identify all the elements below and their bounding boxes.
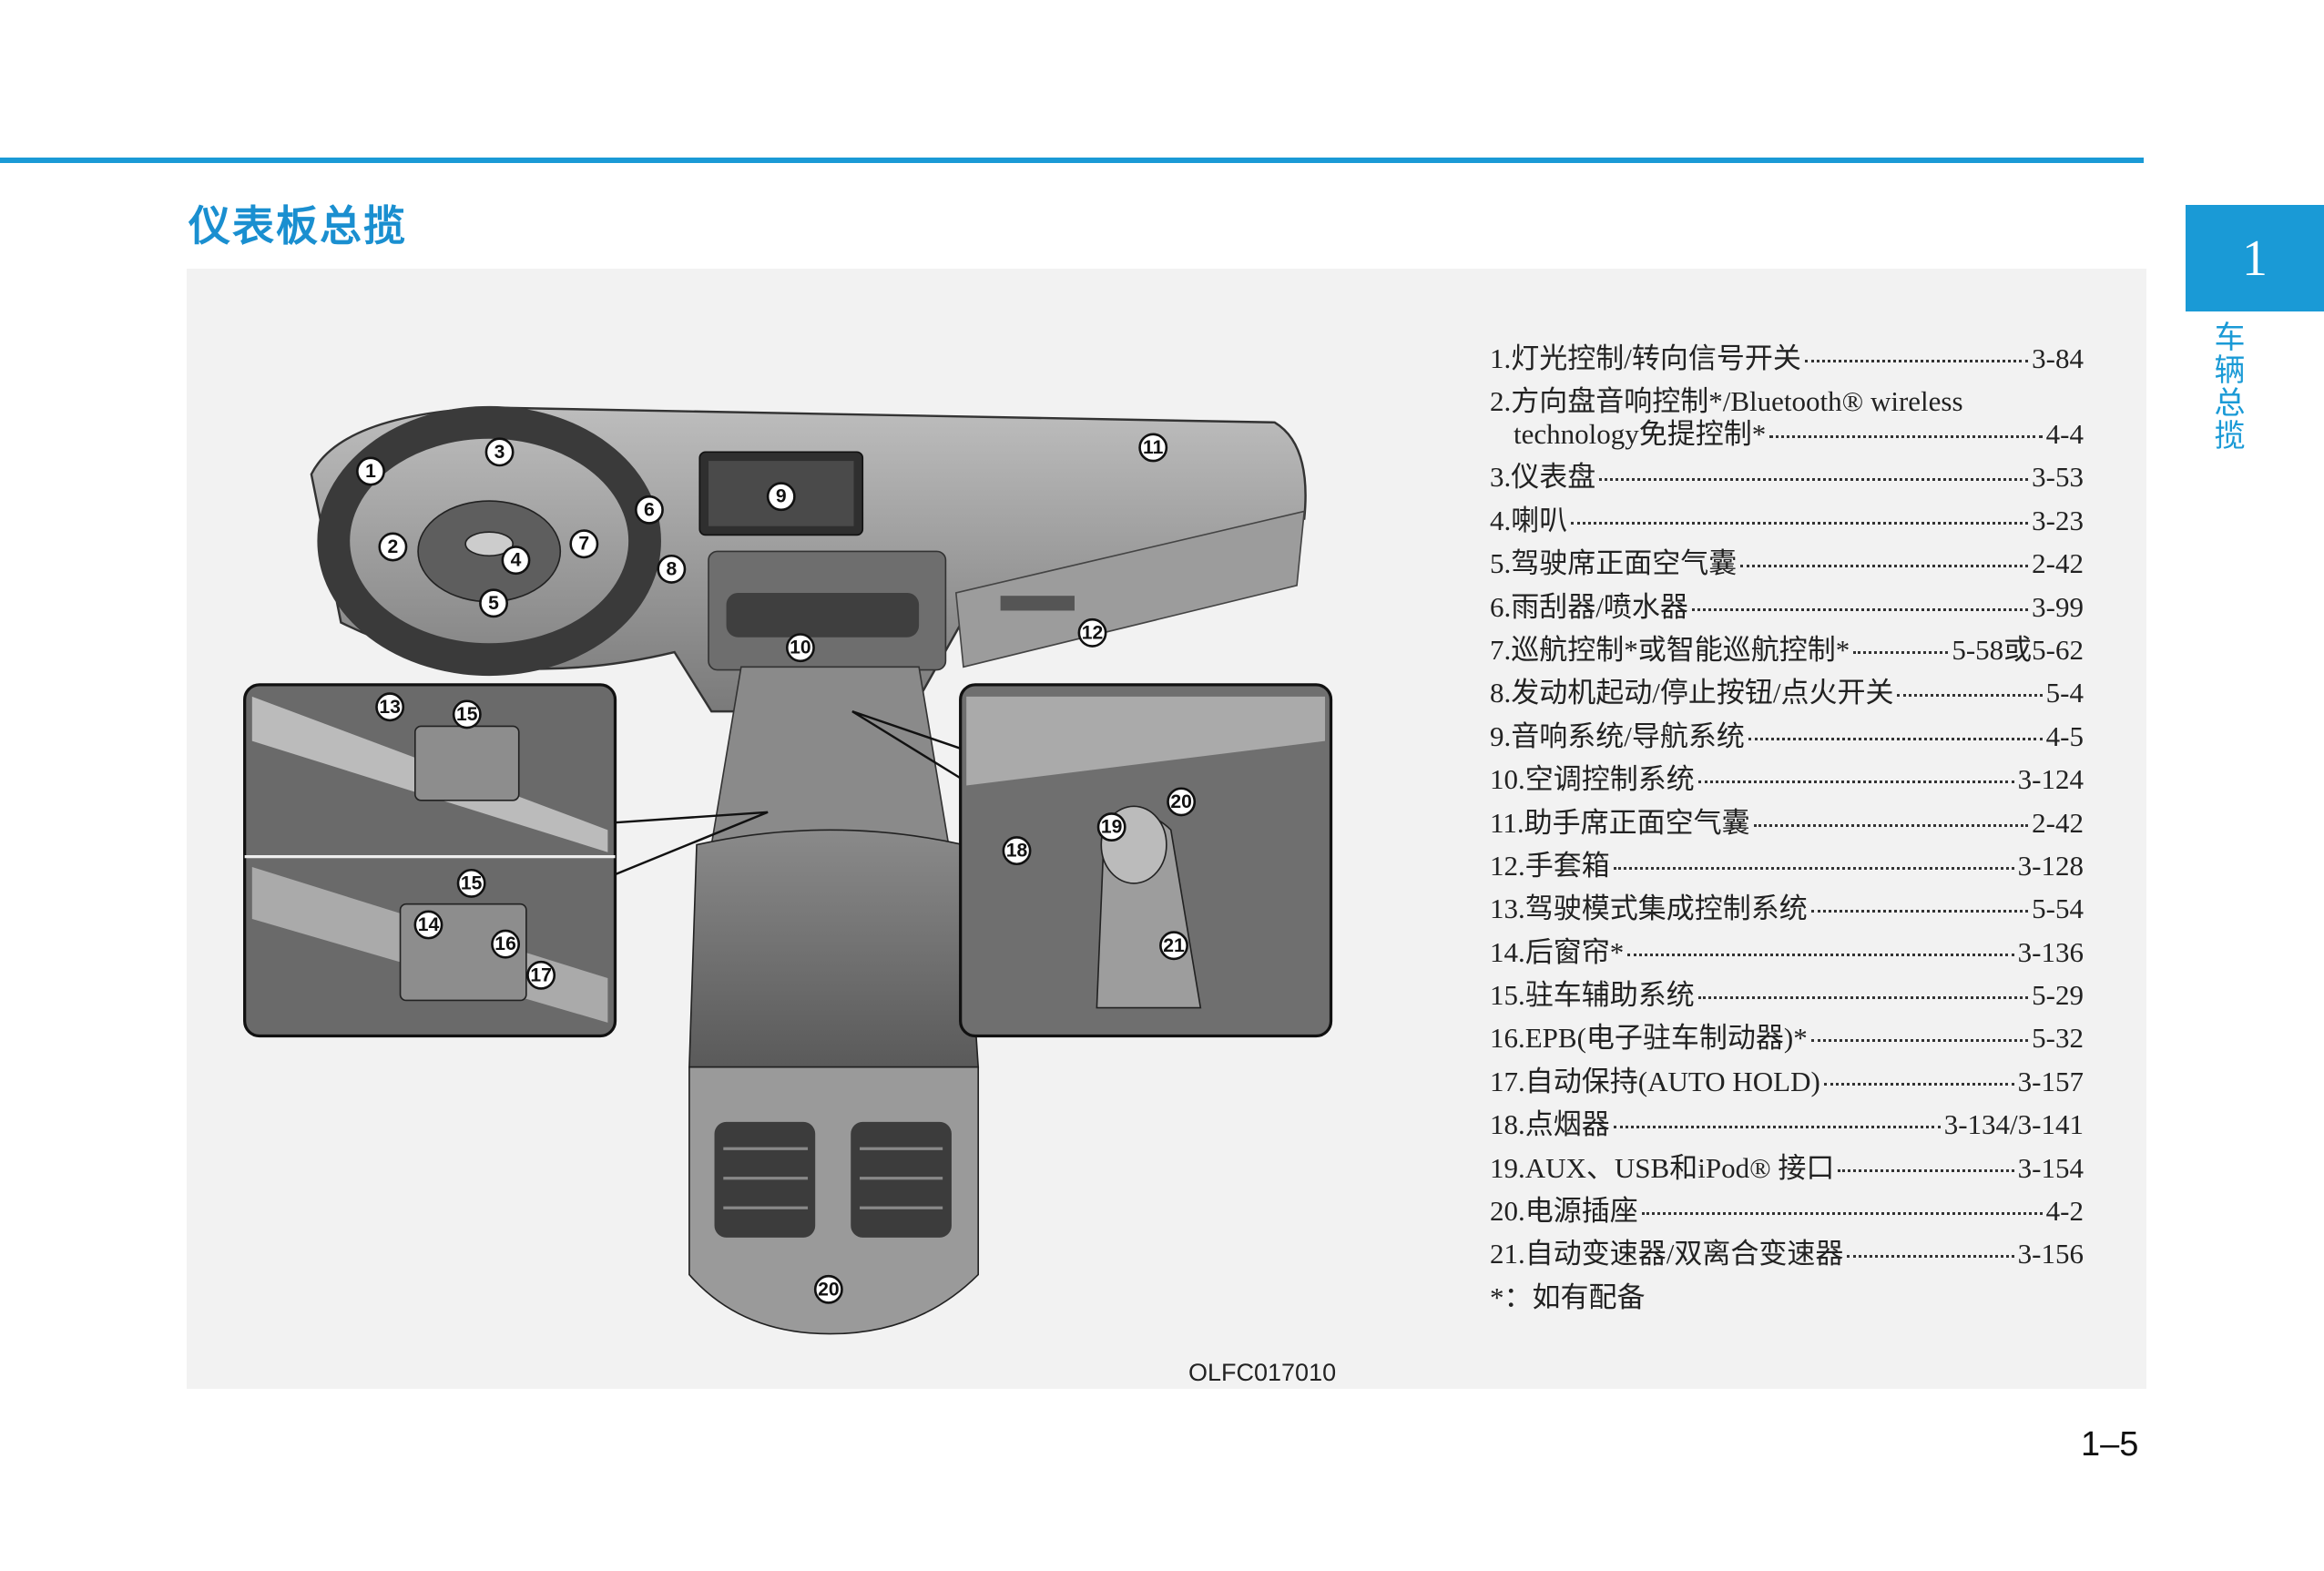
callout-11: 11 <box>1138 433 1168 463</box>
svg-text:9: 9 <box>776 486 787 507</box>
center-console <box>710 666 950 846</box>
figure-caption: OLFC017010 <box>1188 1359 1337 1386</box>
svg-text:18: 18 <box>1006 841 1028 862</box>
svg-text:2: 2 <box>388 536 399 557</box>
list-item: 7.巡航控制*或智能巡航控制*5-58或5-62 <box>1490 633 2084 666</box>
svg-text:17: 17 <box>530 964 552 985</box>
callout-9: 9 <box>766 482 796 512</box>
steering-wheel <box>317 405 661 677</box>
svg-text:20: 20 <box>1170 791 1192 812</box>
svg-text:19: 19 <box>1101 817 1123 838</box>
list-item: 14.后窗帘*3-136 <box>1490 935 2084 968</box>
svg-text:4: 4 <box>511 550 522 571</box>
svg-text:15: 15 <box>456 704 478 725</box>
callout-20a: 20 <box>1167 787 1197 817</box>
rear-vent-left <box>714 1121 816 1238</box>
callout-2: 2 <box>378 532 408 562</box>
callout-1: 1 <box>356 456 385 486</box>
callout-13: 13 <box>375 692 405 722</box>
page-title: 仪表板总揽 <box>189 201 407 250</box>
page-number: 1–5 <box>2081 1425 2139 1464</box>
svg-text:20: 20 <box>818 1279 840 1300</box>
chapter-tab[interactable]: 1 <box>2186 205 2324 311</box>
callout-16: 16 <box>491 929 521 959</box>
svg-text:1: 1 <box>365 461 376 482</box>
svg-text:21: 21 <box>1163 935 1185 956</box>
callout-20b: 20 <box>813 1274 843 1304</box>
callout-15b: 15 <box>456 868 486 898</box>
callout-10: 10 <box>785 633 815 663</box>
chapter-number: 1 <box>2242 230 2268 287</box>
callout-21: 21 <box>1159 931 1188 961</box>
callout-18: 18 <box>1002 836 1032 866</box>
list-item: 16.EPB(电子驻车制动器)*5-32 <box>1490 1022 2084 1055</box>
callout-4: 4 <box>501 546 531 576</box>
svg-text:11: 11 <box>1143 437 1164 458</box>
svg-text:12: 12 <box>1082 622 1104 643</box>
rear-vent-right <box>851 1121 952 1238</box>
callout-17: 17 <box>526 960 556 990</box>
svg-text:16: 16 <box>494 933 516 954</box>
glovebox-handle <box>1000 596 1075 611</box>
svg-text:13: 13 <box>379 697 401 718</box>
list-item: 17.自动保持(AUTO HOLD)3-157 <box>1490 1065 2084 1097</box>
svg-text:6: 6 <box>644 499 655 520</box>
svg-text:7: 7 <box>578 534 589 555</box>
chapter-name: 车辆总揽 <box>2208 321 2245 452</box>
svg-text:8: 8 <box>666 558 677 579</box>
callout-3: 3 <box>484 437 515 467</box>
svg-text:15: 15 <box>461 872 483 893</box>
list-item: 2.方向盘音响控制*/Bluetooth® wireless technolog… <box>1490 385 2084 451</box>
callout-7: 7 <box>569 529 599 559</box>
callout-5: 5 <box>479 588 509 618</box>
callouts: 1 2 3 4 5 6 7 8 9 10 11 12 13 15 15 14 1… <box>356 433 1197 1304</box>
header-rule <box>0 158 2144 163</box>
footnote: *：如有配备 <box>1490 1280 1646 1313</box>
svg-text:10: 10 <box>790 638 811 658</box>
svg-text:3: 3 <box>494 442 505 463</box>
svg-text:14: 14 <box>418 914 440 935</box>
svg-text:5: 5 <box>488 593 499 614</box>
callout-12: 12 <box>1077 617 1107 648</box>
callout-6: 6 <box>634 495 664 525</box>
callout-15a: 15 <box>452 699 482 729</box>
callout-14: 14 <box>413 910 443 940</box>
callout-8: 8 <box>657 554 687 584</box>
callout-19: 19 <box>1096 812 1126 842</box>
